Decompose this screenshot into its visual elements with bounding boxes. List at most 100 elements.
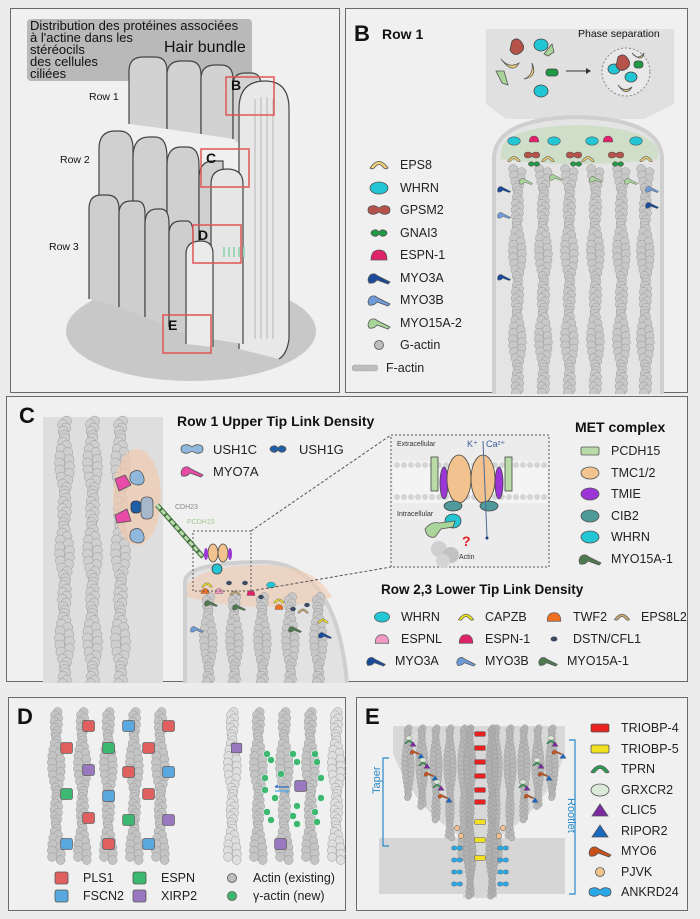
dstn-cfl1-protein	[290, 606, 296, 612]
grxcr2-protein	[433, 779, 441, 785]
lipid-head	[499, 462, 505, 468]
legend-label: MYO6	[621, 844, 657, 858]
legend-label: MYO15A-1	[611, 551, 673, 566]
twf2-protein	[274, 604, 284, 610]
actin-subunit	[417, 802, 425, 810]
legend-label: PJVK	[621, 864, 653, 879]
myo3b-protein	[190, 626, 205, 633]
gamma-actin-subunit	[293, 820, 301, 828]
actin-subunit	[151, 852, 161, 862]
callout-box-c[interactable]	[200, 148, 250, 188]
myo15a2-protein	[589, 176, 604, 183]
hair-bundle-title: Hair bundle	[164, 39, 246, 56]
myo7a-icon	[180, 466, 204, 478]
legend-item-espn: ESPN	[127, 870, 195, 886]
legend-item-clic5: CLIC5	[587, 802, 656, 818]
lipid-head	[415, 462, 421, 468]
whrn-protein	[533, 84, 549, 98]
actin-subunit	[55, 855, 66, 865]
myo15a1-protein	[288, 626, 303, 633]
taper-bracket	[382, 757, 389, 847]
legend-item-ripor2: RIPOR2	[587, 823, 668, 839]
lipid-head	[394, 494, 400, 500]
ripor2-protein	[559, 753, 567, 759]
actin-subunit	[283, 855, 294, 865]
triobp4-protein	[474, 799, 486, 805]
xirp2-crosslinker	[231, 742, 243, 754]
callout-box-d[interactable]	[192, 224, 242, 264]
actin-subunit	[231, 855, 242, 865]
legend-item-dstn-cfl1: DSTN/CFL1	[543, 631, 641, 647]
actin-subunit	[57, 678, 68, 683]
lipid-head	[422, 462, 428, 468]
legend-label: TRIOBP-5	[621, 741, 679, 756]
legend-label: γ-actin (new)	[253, 889, 325, 903]
lipid-head	[527, 462, 533, 468]
legend-item-f-actin: F-actin	[352, 360, 424, 376]
legend-item-xirp2: XIRP2	[127, 888, 197, 904]
legend-label: ESPN-1	[485, 632, 531, 646]
tip-link	[155, 503, 205, 559]
ion-path	[482, 440, 488, 538]
intracellular-label: Intracellular	[397, 511, 434, 518]
stereocilium	[200, 64, 234, 139]
zoom-line	[250, 434, 392, 532]
myo6-protein	[437, 793, 449, 799]
fscn2-icon	[54, 889, 69, 903]
callout-box-b[interactable]	[225, 76, 275, 116]
caption-line: ciliées	[30, 66, 67, 81]
lipid-head	[534, 494, 540, 500]
fscn2-crosslinker	[162, 766, 175, 778]
callout-box-e[interactable]	[162, 314, 212, 354]
actin-subunit	[85, 678, 96, 683]
legend-label: PLS1	[83, 871, 114, 885]
gnai3-protein	[612, 161, 624, 167]
clic5-protein	[423, 763, 431, 769]
actin-subunit	[508, 834, 516, 842]
legend-label: MYO3B	[485, 654, 529, 668]
myo3a-icon	[367, 272, 391, 284]
lipid-head	[513, 462, 519, 468]
gamma-actin-subunit	[263, 808, 271, 816]
whrn-protein	[624, 71, 638, 83]
myo3a-protein	[318, 632, 333, 639]
ush1g-icon	[269, 445, 287, 453]
myo15a1-protein	[424, 520, 456, 538]
eps8-protein	[523, 62, 535, 80]
caption-line: Distribution des protéines associées	[30, 18, 239, 33]
stereocilium	[88, 194, 120, 307]
dstn-cfl1-icon	[550, 636, 558, 642]
whrn-icon	[374, 611, 390, 623]
actin-subunit	[465, 892, 473, 900]
cdh23-label: CDH23	[175, 504, 198, 511]
gamma-actin-subunit	[263, 750, 271, 758]
espn-crosslinker	[102, 742, 115, 754]
upper-tip-link-title: Row 1 Upper Tip Link Density	[177, 413, 375, 429]
g-actin-icon	[374, 340, 384, 350]
callout-label-c: C	[206, 150, 217, 166]
actin-subunit	[73, 852, 83, 862]
condensate-droplet	[601, 47, 651, 97]
stereocilium	[166, 60, 202, 134]
myo15a-2-icon	[367, 317, 391, 329]
gamma-actin-subunit	[293, 802, 301, 810]
lipid-head	[429, 494, 435, 500]
legend-label: CAPZB	[485, 610, 527, 624]
zoom-region	[192, 530, 252, 592]
legend-label: ANKRD24	[621, 885, 679, 899]
pls1-crosslinker	[82, 720, 95, 732]
hair-bundle-illustration	[66, 56, 316, 381]
potassium-ion-label: K⁺	[467, 439, 478, 449]
rootlet-bracket	[569, 739, 576, 895]
actin-existing--icon	[227, 873, 237, 883]
row-1-label: Row 1	[89, 91, 119, 103]
triobp4-protein	[474, 759, 486, 765]
triobp4-protein	[474, 773, 486, 779]
legend-item-capzb: CAPZB	[455, 609, 527, 625]
lipid-head	[513, 494, 519, 500]
actin-subunit	[275, 852, 285, 862]
ankrd24-protein	[497, 857, 509, 863]
whrn-icon	[580, 530, 600, 544]
lipid-head	[527, 494, 533, 500]
